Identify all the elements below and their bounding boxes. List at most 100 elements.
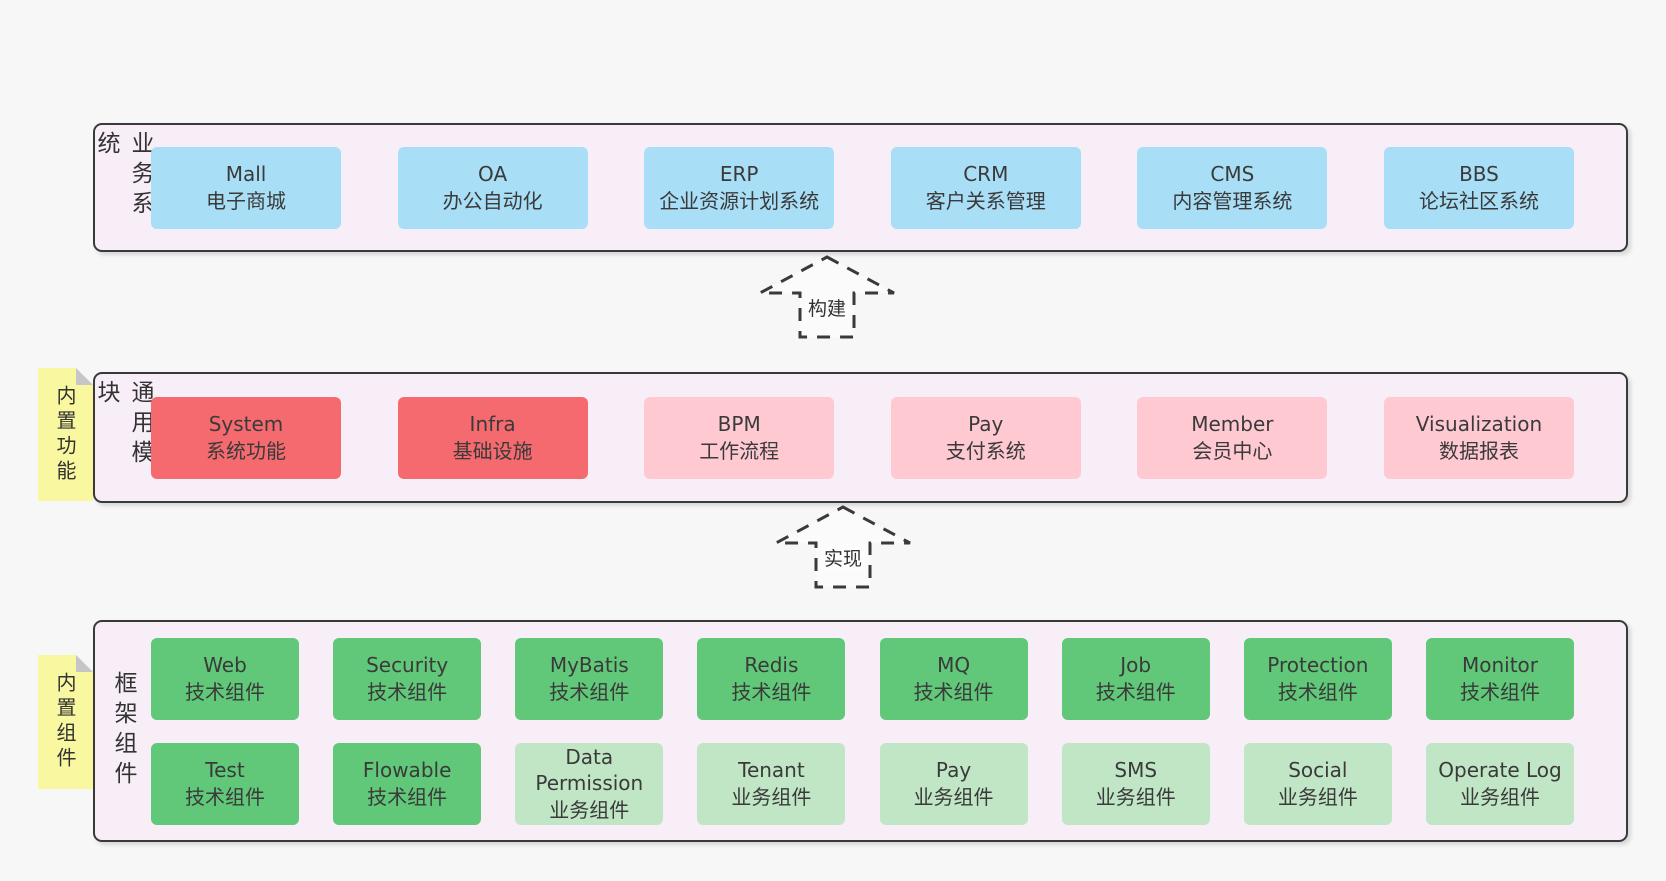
box-name: Infra [469,412,516,437]
box-name: Job [1120,653,1152,678]
box-subtitle: 技术组件 [731,679,812,704]
box-subtitle: 技术组件 [549,679,630,704]
box-subtitle: 业务组件 [1459,784,1540,809]
box-subtitle: 业务组件 [731,784,812,809]
arrow-build-label: 构建 [804,294,850,321]
box-name: Pay [968,412,1004,437]
box-name: Operate Log [1438,758,1562,783]
box-subtitle: 系统功能 [206,438,286,463]
box-name: Flowable [362,758,452,783]
box-subtitle: 支付系统 [945,438,1026,463]
box-subtitle: 内容管理系统 [1172,188,1293,213]
box-subtitle: 数据报表 [1438,438,1519,463]
box-subtitle: 技术组件 [367,784,448,809]
box-name: MQ [937,653,971,678]
box-subtitle: 论坛社区系统 [1418,188,1539,213]
sticky-note-built-in-features: 内置功能 [38,368,93,501]
box-subtitle: 基础设施 [452,438,533,463]
box-subtitle: 技术组件 [1277,679,1358,704]
box-name: CMS [1210,162,1255,187]
box-name: Member [1191,412,1274,437]
box-subtitle: 技术组件 [367,679,448,704]
box-name: ERP [719,162,759,187]
box-subtitle: 技术组件 [1459,679,1540,704]
arrow-implement-label: 实现 [820,544,866,571]
box-name: Visualization [1415,412,1543,437]
box-subtitle: 业务组件 [549,797,630,822]
box-name: SMS [1114,758,1158,783]
box-name: Security [366,653,449,678]
box-name: System [208,412,284,437]
box-subtitle: 业务组件 [1095,784,1176,809]
folded-corner-icon [76,655,93,672]
box-name: Social [1288,758,1348,783]
box-subtitle: 技术组件 [1095,679,1176,704]
box-subtitle: 办公自动化 [442,188,543,213]
box-subtitle: 工作流程 [699,438,780,463]
box-subtitle: 技术组件 [185,784,265,809]
box-subtitle: 电子商城 [206,188,286,213]
sticky-note-built-in-components: 内置组件 [38,655,93,789]
box-name: Pay [935,758,972,783]
box-subtitle: 客户关系管理 [925,188,1046,213]
box-name: BBS [1459,162,1499,187]
box-name: Web [203,653,247,678]
sticky-note-label: 内置功能 [53,384,77,485]
box-name: Redis [744,653,799,678]
layer-title-framework-components: 框架组件 [110,671,136,791]
box-subtitle: 业务组件 [913,784,994,809]
box-name: Tenant [738,758,805,783]
box-subtitle: 企业资源计划系统 [659,188,820,213]
box-name: CRM [963,162,1009,187]
box-subtitle: 业务组件 [1277,784,1358,809]
box-name: Data Permission [535,744,644,796]
box-name: OA [478,162,508,187]
box-subtitle: 会员中心 [1192,438,1273,463]
box-name: Test [205,758,245,783]
box-name: Mall [225,162,267,187]
box-name: Protection [1267,653,1369,678]
layer-title-business-systems: 业务系统 [93,131,153,221]
arrow-build: 构建 [757,254,897,340]
box-name: Monitor [1461,653,1538,678]
box-subtitle: 技术组件 [185,679,265,704]
sticky-note-label: 内置组件 [53,672,77,772]
box-subtitle: 技术组件 [913,679,994,704]
arrow-implement: 实现 [773,504,913,590]
layer-title-common-modules: 通用模块 [93,380,153,470]
box-name: BPM [717,412,761,437]
